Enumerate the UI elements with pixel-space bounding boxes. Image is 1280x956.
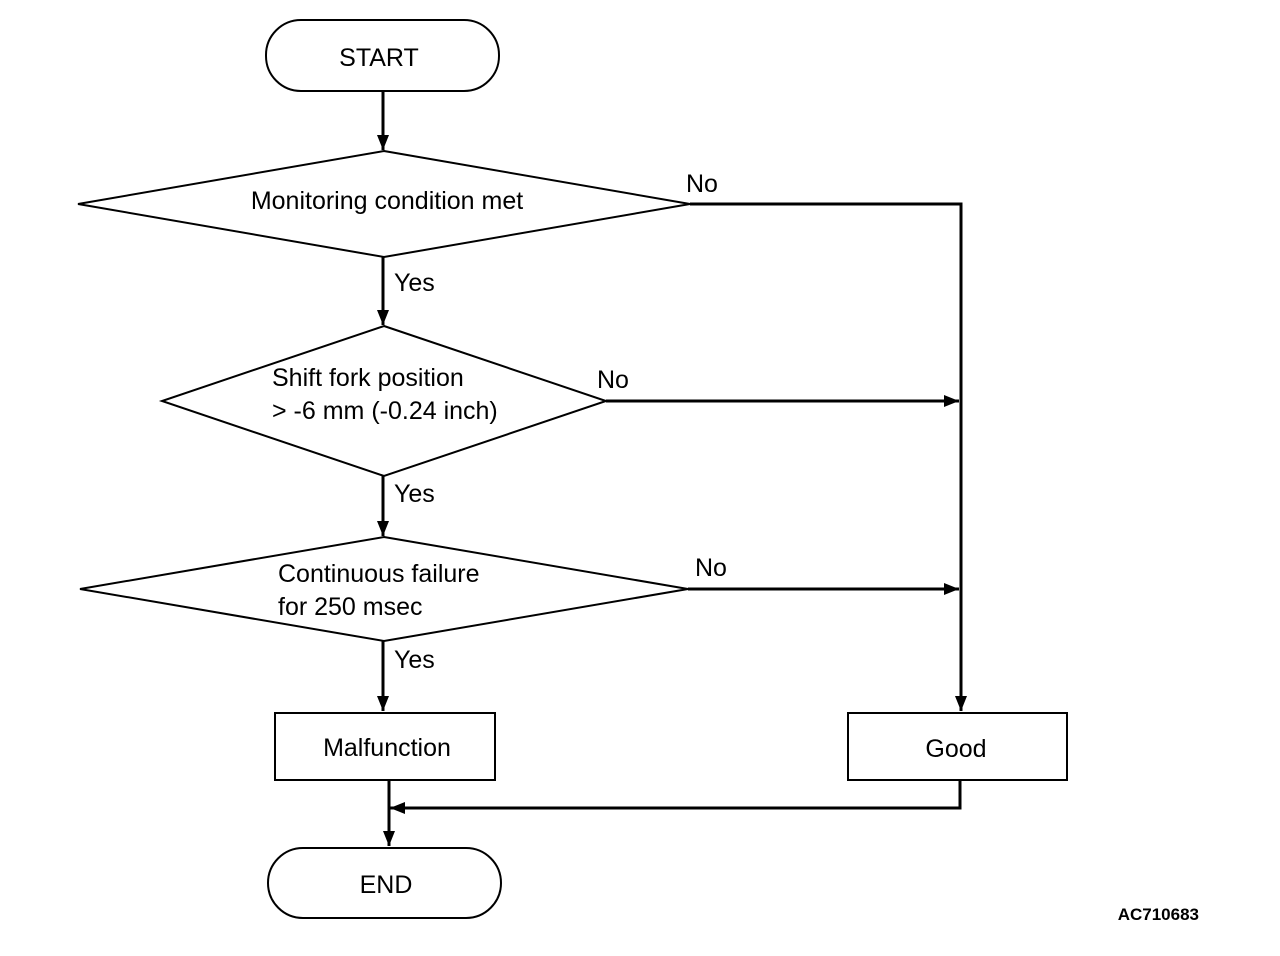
good-box	[847, 712, 1068, 781]
decision-continuous-failure	[79, 535, 689, 643]
end-terminal	[267, 847, 502, 919]
label-continuous-yes: Yes	[394, 646, 435, 674]
decision-shift-fork-label-line2: > -6 mm (-0.24 inch)	[272, 397, 498, 425]
edge-monitoring-no	[690, 202, 967, 711]
start-label: START	[339, 44, 419, 72]
figure-code: AC710683	[1118, 905, 1199, 924]
label-shift-fork-no: No	[597, 366, 629, 394]
good-label: Good	[925, 735, 986, 763]
decision-continuous-label-line1: Continuous failure	[278, 560, 480, 588]
decision-monitoring-label: Monitoring condition met	[251, 187, 523, 215]
decision-continuous-label-line2: for 250 msec	[278, 593, 423, 621]
label-continuous-no: No	[695, 554, 727, 582]
label-shift-fork-yes: Yes	[394, 480, 435, 508]
malfunction-label: Malfunction	[323, 734, 451, 762]
malfunction-box	[274, 712, 496, 781]
end-label: END	[360, 871, 413, 899]
start-terminal	[265, 19, 500, 92]
decision-shift-fork-label-line1: Shift fork position	[272, 364, 464, 392]
label-monitoring-yes: Yes	[394, 269, 435, 297]
label-monitoring-no: No	[686, 170, 718, 198]
edge-good-to-end	[390, 780, 962, 814]
